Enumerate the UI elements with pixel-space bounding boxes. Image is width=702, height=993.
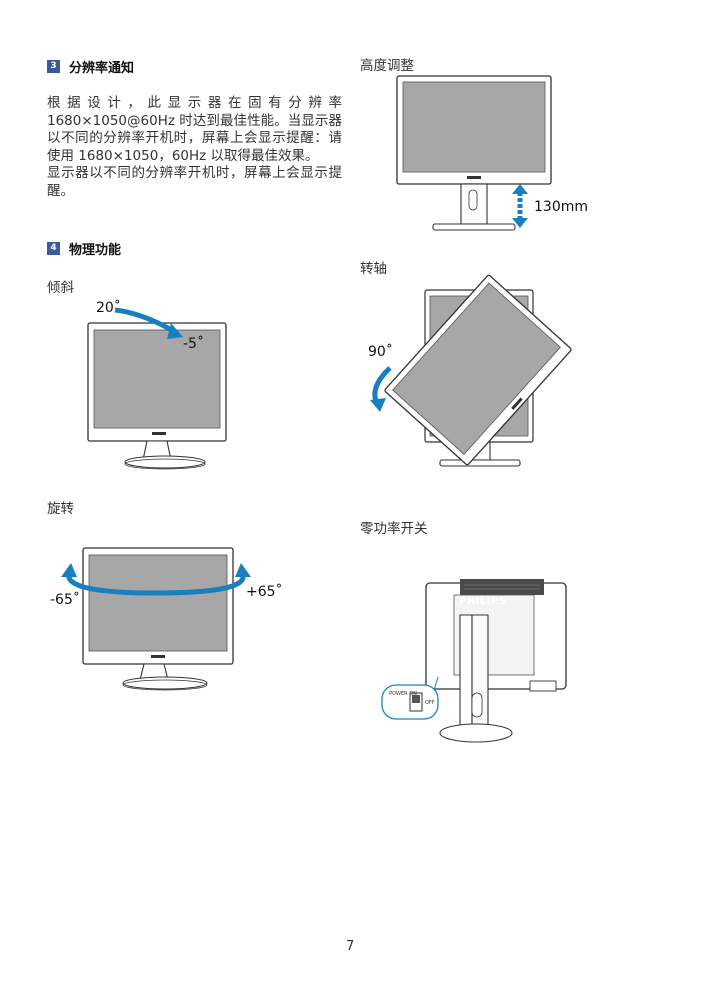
zero-power-label: 零功率开关 — [360, 521, 428, 537]
paragraph: 显示器以不同的分辨率开机时，屏幕上会显示提醒。 — [47, 165, 342, 199]
swivel-right-label: +65˚ — [246, 584, 283, 600]
height-value-label: 130mm — [534, 199, 588, 215]
tilt-down-label: -5˚ — [183, 336, 204, 352]
switch-off-label: OFF — [425, 700, 435, 706]
switch-on-label: POWER ON — [389, 691, 417, 697]
swivel-label: 旋转 — [47, 501, 74, 517]
swivel-left-label: -65˚ — [50, 592, 80, 608]
section-number-badge: 3 — [47, 60, 60, 73]
pivot-illustration — [370, 274, 572, 467]
section-title: 物理功能 — [69, 243, 122, 258]
section-title: 分辨率通知 — [69, 61, 135, 76]
pivot-value-label: 90˚ — [368, 344, 393, 360]
section-3-heading: 3 分辨率通知 — [47, 57, 134, 76]
tilt-up-label: 20˚ — [96, 300, 121, 316]
height-illustration — [396, 75, 552, 231]
paragraph: 根据设计，此显示器在固有分辨率1680×1050@60Hz 时达到最佳性能。当显… — [47, 95, 342, 164]
brand-label: PHILIPS — [459, 596, 507, 607]
section-3-body: 根据设计，此显示器在固有分辨率1680×1050@60Hz 时达到最佳性能。当显… — [47, 95, 342, 201]
pivot-label: 转轴 — [360, 261, 387, 277]
section-number-badge: 4 — [47, 242, 60, 255]
tilt-illustration — [87, 307, 227, 470]
section-4-heading: 4 物理功能 — [47, 239, 121, 258]
tilt-label: 倾斜 — [47, 280, 74, 296]
swivel-illustration — [61, 547, 251, 691]
height-label: 高度调整 — [360, 58, 414, 74]
page-number: 7 — [346, 939, 355, 954]
zero-power-illustration — [381, 579, 567, 743]
